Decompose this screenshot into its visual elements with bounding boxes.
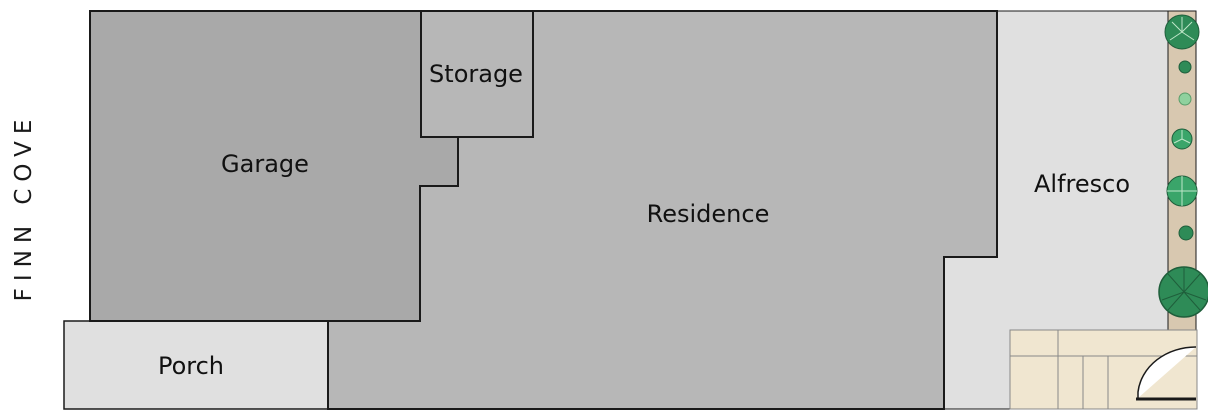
shrub-icon bbox=[1164, 14, 1200, 50]
paving-area bbox=[1009, 329, 1198, 410]
garage-label: Garage bbox=[221, 150, 309, 178]
tree-icon bbox=[1158, 266, 1208, 318]
alfresco-label: Alfresco bbox=[1034, 170, 1130, 198]
plants bbox=[1158, 14, 1208, 318]
storage-area bbox=[420, 10, 534, 138]
storage-label: Storage bbox=[429, 60, 523, 88]
shrub-icon bbox=[1171, 128, 1193, 150]
street-name-label: FINN COVE bbox=[11, 112, 37, 302]
residence-label: Residence bbox=[647, 200, 770, 228]
small-shrub-icon bbox=[1178, 60, 1192, 74]
small-flower-icon bbox=[1178, 92, 1192, 106]
shrub-icon bbox=[1166, 175, 1198, 207]
porch-label: Porch bbox=[158, 352, 224, 380]
porch-area bbox=[63, 320, 329, 410]
small-shrub-icon bbox=[1178, 225, 1194, 241]
door-swing-icon bbox=[1137, 346, 1197, 398]
